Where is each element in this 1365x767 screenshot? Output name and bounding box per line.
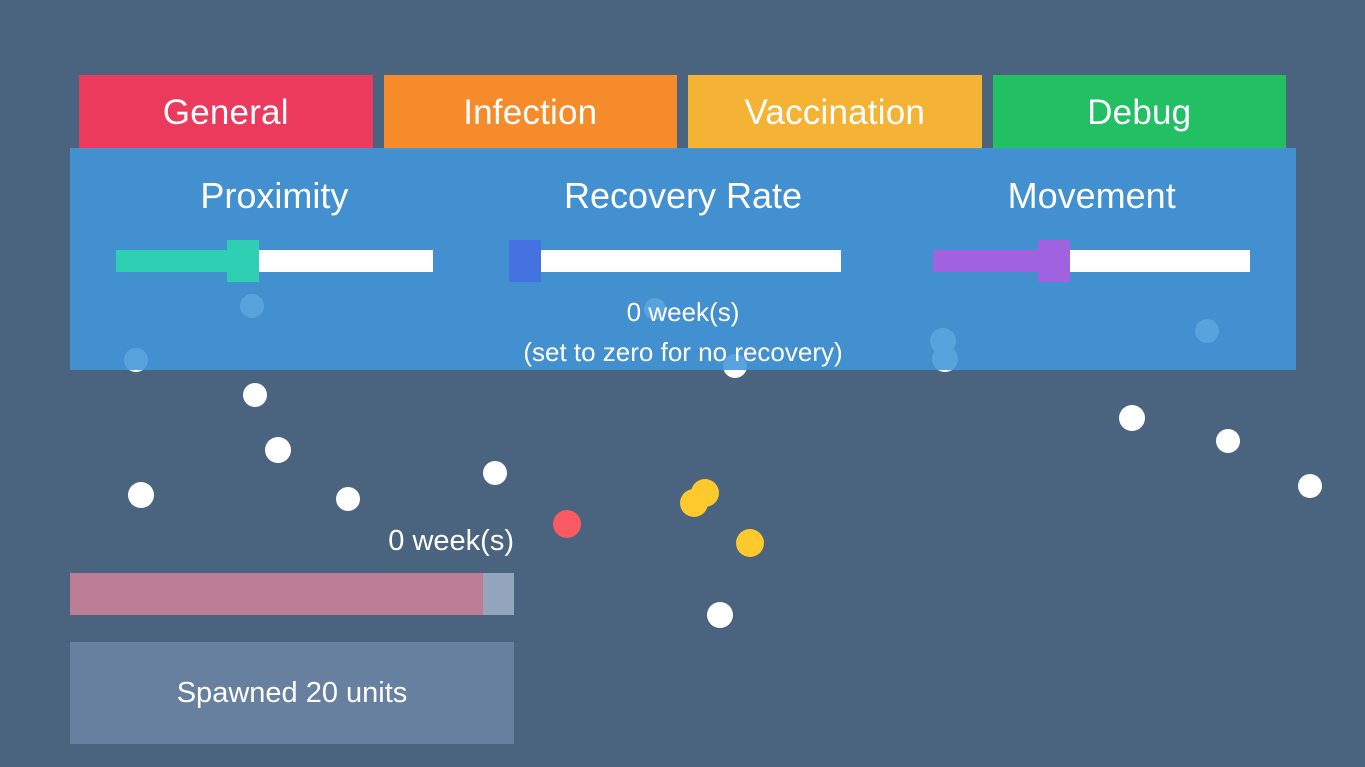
sim-unit-healthy [1216, 429, 1240, 453]
sim-unit-infected [553, 510, 581, 538]
sim-unit-healthy [1119, 405, 1145, 431]
sim-unit-recovered [680, 489, 708, 517]
setting-movement: Movement [887, 148, 1296, 370]
proximity-slider-fill [116, 250, 243, 272]
recovery-rate-slider[interactable] [508, 240, 842, 282]
tab-debug[interactable]: Debug [992, 75, 1286, 149]
setting-recovery-rate: Recovery Rate 0 week(s) (set to zero for… [479, 148, 888, 370]
recovery-rate-slider-handle[interactable] [508, 240, 541, 282]
tab-bar: General Infection Vaccination Debug [79, 75, 1286, 149]
tab-infection[interactable]: Infection [383, 75, 677, 149]
week-progress-bar[interactable] [70, 573, 514, 615]
sim-unit-healthy [243, 383, 267, 407]
recovery-rate-slider-track [524, 250, 842, 272]
bottom-controls: 0 week(s) Spawned 20 units [70, 527, 514, 744]
settings-panel: Proximity Recovery Rate 0 week(s) (set t… [70, 148, 1296, 370]
movement-slider-handle[interactable] [1037, 240, 1070, 282]
movement-slider-fill [933, 250, 1054, 272]
movement-label: Movement [1007, 175, 1176, 216]
sim-unit-healthy [707, 602, 733, 628]
proximity-slider-handle[interactable] [226, 240, 259, 282]
sim-unit-healthy [336, 487, 360, 511]
week-progress-fill [70, 573, 483, 615]
sim-unit-healthy [265, 437, 291, 463]
sim-unit-healthy [1298, 474, 1322, 498]
sim-unit-recovered [736, 529, 764, 557]
tab-general[interactable]: General [79, 75, 373, 149]
movement-slider[interactable] [933, 240, 1251, 282]
sim-unit-healthy [483, 461, 507, 485]
recovery-rate-hint: (set to zero for no recovery) [523, 336, 843, 367]
setting-proximity: Proximity [70, 148, 479, 370]
proximity-slider[interactable] [116, 240, 433, 282]
week-counter-label: 0 week(s) [388, 525, 514, 557]
proximity-label: Proximity [200, 175, 349, 216]
sim-unit-healthy [128, 482, 154, 508]
recovery-rate-label: Recovery Rate [563, 175, 803, 216]
recovery-rate-value: 0 week(s) [626, 297, 740, 327]
tab-vaccination[interactable]: Vaccination [688, 75, 982, 149]
spawn-units-button[interactable]: Spawned 20 units [70, 642, 514, 744]
